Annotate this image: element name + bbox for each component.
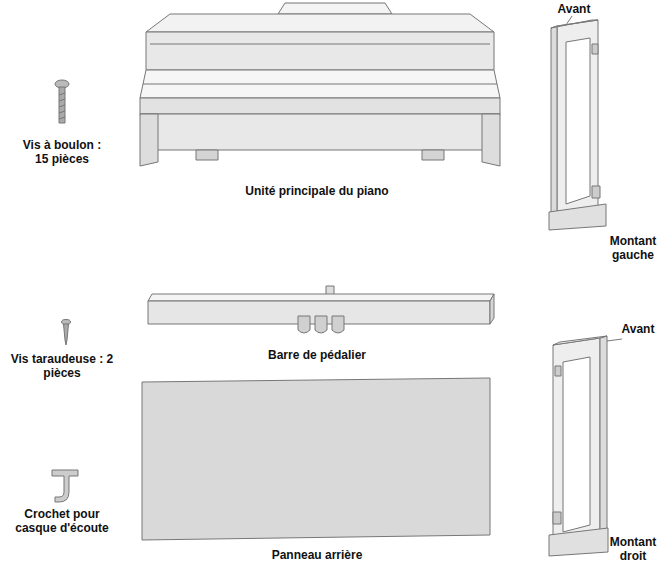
part-label: Vis à boulon : 15 pièces (18, 138, 106, 166)
pedal-bar-illustration (148, 286, 494, 333)
part-label: Montant droit (602, 535, 664, 563)
right-upright-illustration (549, 336, 622, 556)
part-label: Avant (549, 2, 599, 16)
part-label: Montant gauche (602, 234, 664, 262)
left-upright-illustration (549, 16, 606, 230)
part-label: Avant (613, 322, 663, 336)
piano-illustration (140, 3, 500, 166)
part-label: Unité principale du piano (202, 184, 432, 198)
part-label: Panneau arrière (207, 548, 427, 562)
headphone-hook-illustration (52, 470, 78, 502)
part-label: Barre de pédalier (207, 348, 427, 362)
part-label: Vis taraudeuse : 2 pièces (9, 352, 115, 380)
tapping-screw-illustration (62, 320, 71, 346)
back-panel-illustration (142, 378, 490, 540)
bolt-screw-illustration (55, 80, 69, 123)
part-label: Crochet pour casque d'écoute (7, 507, 117, 535)
